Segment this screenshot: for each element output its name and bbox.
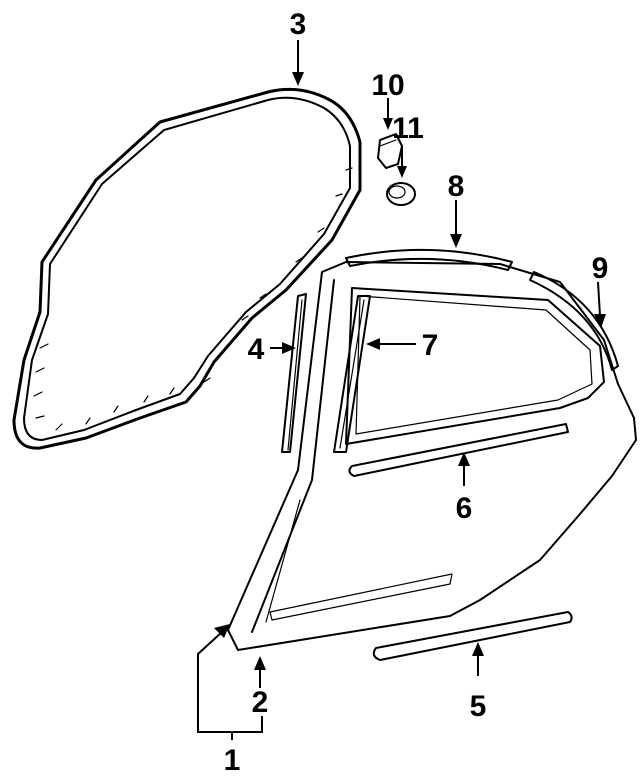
clip-part-10 xyxy=(377,133,403,169)
callout-10: 10 xyxy=(371,69,404,102)
pillar-molding-part-9 xyxy=(529,271,619,371)
callout-7: 7 xyxy=(422,329,439,362)
channel-part-7 xyxy=(333,295,371,453)
callout-8: 8 xyxy=(448,170,465,203)
callout-1: 1 xyxy=(224,744,241,776)
callout-4: 4 xyxy=(248,333,265,366)
callout-9: 9 xyxy=(592,252,609,285)
callout-5: 5 xyxy=(470,690,487,723)
roof-molding-part-8 xyxy=(345,248,513,271)
door-weatherstrip-seal xyxy=(12,87,362,450)
belt-molding-part-6 xyxy=(348,423,569,477)
callout-6: 6 xyxy=(456,492,473,525)
rear-door-shell xyxy=(227,261,637,651)
side-molding-part-5 xyxy=(372,611,573,661)
callout-3: 3 xyxy=(290,8,307,41)
channel-part-4 xyxy=(281,293,307,453)
callout-11: 11 xyxy=(392,112,424,145)
callout-labels: 3 10 11 8 9 4 7 6 2 5 1 xyxy=(224,8,609,776)
grommet-part-11 xyxy=(386,182,416,206)
callout-2: 2 xyxy=(252,686,269,719)
leader-lines xyxy=(197,40,606,740)
